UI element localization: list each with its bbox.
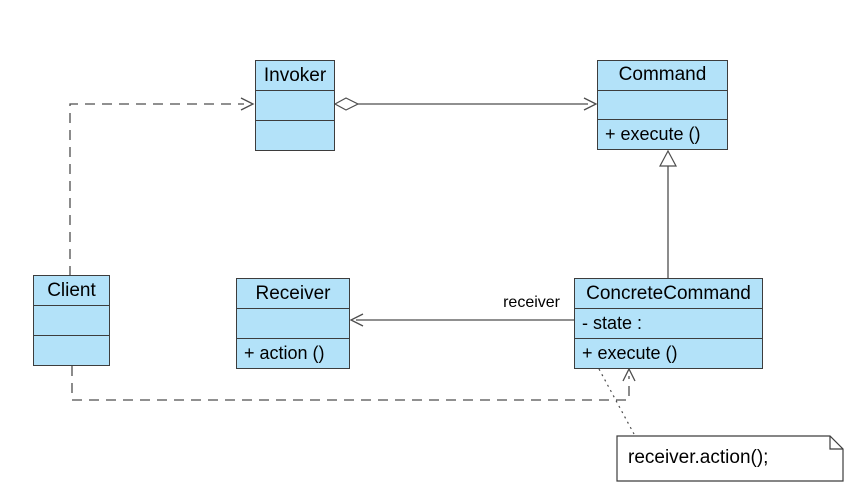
class-concretecommand: ConcreteCommand - state : + execute ()	[574, 278, 763, 369]
class-receiver-name: Receiver	[255, 282, 331, 304]
aggregation-invoker-to-command	[333, 97, 598, 111]
class-client-attributes	[34, 305, 109, 335]
note-folded-corner-icon	[829, 436, 843, 450]
class-invoker-operations	[256, 120, 334, 150]
open-arrowhead-icon	[349, 313, 364, 327]
class-invoker-name: Invoker	[263, 64, 327, 86]
class-command-name: Command	[618, 64, 707, 86]
class-receiver-operations: + action ()	[237, 338, 349, 368]
association-role-label: receiver	[503, 294, 560, 311]
class-client-name: Client	[47, 279, 96, 301]
dependency-client-to-invoker	[69, 97, 255, 276]
note-shape	[616, 435, 844, 482]
generalization-triangle-icon	[659, 149, 677, 167]
dependency-line	[71, 366, 630, 401]
aggregation-diamond-icon	[333, 97, 360, 111]
class-concretecommand-attributes: - state :	[575, 308, 762, 338]
dependency-client-to-concretecommand	[71, 366, 636, 401]
class-client: Client	[33, 275, 110, 366]
class-concretecommand-operations: + execute ()	[575, 338, 762, 368]
class-receiver: Receiver + action ()	[236, 278, 350, 369]
open-arrowhead-icon	[240, 97, 255, 111]
note-box	[616, 435, 844, 482]
class-client-operations	[34, 335, 109, 365]
dependency-line	[69, 103, 244, 276]
note-anchor-line	[598, 368, 635, 435]
class-command: Command + execute ()	[597, 60, 728, 150]
class-command-operations: + execute ()	[598, 119, 727, 149]
class-command-attributes	[598, 89, 727, 120]
open-arrowhead-icon	[622, 367, 636, 382]
generalization-concretecommand-to-command	[659, 149, 677, 278]
class-receiver-attributes	[237, 308, 349, 338]
class-concretecommand-name: ConcreteCommand	[586, 282, 751, 304]
association-concretecommand-to-receiver	[349, 313, 575, 327]
note-text: receiver.action();	[628, 447, 769, 468]
class-invoker: Invoker	[255, 60, 335, 151]
note-anchor	[598, 368, 635, 435]
open-arrowhead-icon	[583, 97, 598, 111]
class-invoker-attributes	[256, 90, 334, 120]
